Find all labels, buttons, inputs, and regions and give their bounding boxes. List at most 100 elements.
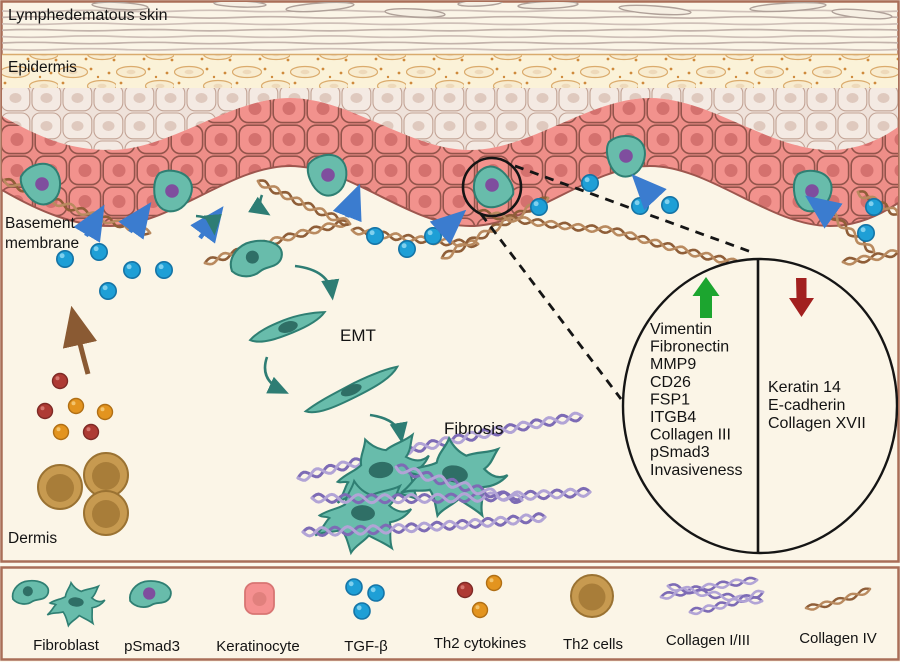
decreased-item: Keratin 14 xyxy=(768,379,841,396)
up-arrow-icon xyxy=(692,277,720,318)
legend: Fibroblast pSmad3 Keratinocyte TGF-β Th2… xyxy=(9,574,877,655)
psmad3-keratinocyte xyxy=(304,151,352,200)
tgf-release-arrow xyxy=(73,204,105,243)
psmad3-keratinocytes xyxy=(15,135,836,217)
corneum-flake xyxy=(285,2,355,13)
down-arrow-icon xyxy=(789,278,814,317)
th2-to-tgf-arrow xyxy=(62,305,98,375)
corneum-flake xyxy=(213,2,267,8)
legend-th2-cytokines-icon xyxy=(456,574,503,619)
dermis-label: Dermis xyxy=(8,530,57,547)
tgf-beta-dot xyxy=(856,224,875,243)
title-label: Lymphedematous skin xyxy=(8,7,168,24)
legend-tgf-beta-dot xyxy=(345,578,363,596)
tgf-beta-dot xyxy=(864,198,883,217)
tgf-release-arrow xyxy=(332,183,362,223)
tgf-beta-dot xyxy=(90,243,109,262)
increased-item: Vimentin xyxy=(650,321,712,338)
corneum-flake xyxy=(831,8,893,20)
collagen-i-iii-fiber xyxy=(296,411,584,482)
tgf-beta-dot xyxy=(155,260,174,279)
legend-th2-cytokines-label: Th2 cytokines xyxy=(434,635,527,652)
collagen-iv-fiber xyxy=(203,220,350,266)
fibrosis-collagen-1-3-front xyxy=(301,463,592,538)
legend-tgf-beta-dot xyxy=(353,602,371,620)
tgf-beta-dot xyxy=(365,227,384,246)
decreased-item: Collagen XVII xyxy=(768,415,866,432)
corneum-line xyxy=(2,35,898,39)
legend-collagen-i-iii-fiber xyxy=(659,578,759,600)
collagen-i-iii-fiber xyxy=(301,512,547,538)
tgf-beta-dot xyxy=(397,240,416,259)
th2-cytokine-red xyxy=(36,402,54,420)
corneum-line xyxy=(2,9,898,13)
corneum-flake xyxy=(384,8,446,18)
th2-cytokine-red xyxy=(51,372,69,390)
tgf-beta-dot xyxy=(630,197,649,216)
th2-cytokine-orange xyxy=(67,397,85,415)
legend-psmad3-label: pSmad3 xyxy=(124,638,180,655)
collagen-iv-fiber xyxy=(610,228,754,270)
psmad3-keratinocyte xyxy=(788,167,836,216)
corneum-line xyxy=(2,28,898,32)
collagen-i-iii-fiber xyxy=(394,465,524,502)
corneum-flake xyxy=(749,2,827,13)
collagen-i-iii-fiber xyxy=(301,513,547,538)
teal-arrows xyxy=(195,194,408,444)
emt-cell-round xyxy=(224,233,287,282)
legend-collagen-4-icon xyxy=(804,587,872,611)
psmad3-keratinocyte xyxy=(605,135,646,178)
collagen-i-iii-fiber xyxy=(310,487,592,505)
tgf-release-arrow xyxy=(805,195,843,229)
legend-th2-cytokine-orange xyxy=(471,601,489,619)
legend-collagen-i-iii-fiber xyxy=(688,589,765,616)
th2-cytokine-red xyxy=(82,423,100,441)
legend-tgf-beta-dot xyxy=(367,584,385,602)
transition-arrow xyxy=(369,413,408,444)
psmad3-keratinocyte xyxy=(466,160,519,214)
tgf-beta-dot xyxy=(529,198,548,217)
increased-item: pSmad3 xyxy=(650,444,710,461)
tgf-beta-dots xyxy=(55,174,883,300)
emt-label: EMT xyxy=(340,326,376,345)
stratum-corneum-layer xyxy=(2,2,898,51)
increased-item: CD26 xyxy=(650,374,691,391)
collagen-iv-fiber xyxy=(203,219,350,265)
callout-leader-line-2 xyxy=(479,213,623,400)
th2-cytokines-cluster xyxy=(36,372,114,441)
tgf-beta-dot xyxy=(99,281,118,300)
legend-collagen-iv-fiber xyxy=(804,587,872,611)
epidermis-label: Epidermis xyxy=(8,59,77,76)
transition-arrow xyxy=(248,194,271,216)
increased-item: Collagen III xyxy=(650,427,731,444)
increased-item: ITGB4 xyxy=(650,409,696,426)
corneum-line xyxy=(2,41,898,45)
fibrosis-fibroblasts xyxy=(313,430,514,558)
legend-th2-cells-icon xyxy=(570,574,614,618)
legend-collagen-iv-fiber xyxy=(804,587,872,610)
highlight-circle xyxy=(461,156,523,218)
legend-tgf-beta-icon xyxy=(345,578,385,620)
basement-membrane-label-line2: membrane xyxy=(5,235,79,252)
increased-item: Invasiveness xyxy=(650,462,743,479)
th2-cell xyxy=(37,464,83,510)
tgf-beta-dot xyxy=(123,260,142,279)
increased-item: FSP1 xyxy=(650,391,690,408)
th2-cell xyxy=(83,490,129,536)
decreased-markers-list: Keratin 14 E-cadherin Collagen XVII xyxy=(768,379,866,432)
corneum-line xyxy=(2,47,898,51)
spinous-layer xyxy=(2,88,898,150)
tgf-beta-dot xyxy=(580,174,599,193)
tgf-beta-dot xyxy=(423,227,442,246)
legend-fibroblast-icon xyxy=(9,577,107,630)
legend-th2-cells-label: Th2 cells xyxy=(563,636,623,653)
legend-collagen-i-iii-fiber xyxy=(666,584,764,605)
corneum-line xyxy=(2,22,898,26)
tgf-beta-dot xyxy=(55,250,74,269)
increased-markers-list: Vimentin Fibronectin MMP9 CD26 FSP1 ITGB… xyxy=(650,321,743,479)
th2-cytokine-orange xyxy=(96,403,114,421)
transition-arrow xyxy=(263,356,289,394)
legend-collagen-i-iii-fiber xyxy=(659,576,759,599)
